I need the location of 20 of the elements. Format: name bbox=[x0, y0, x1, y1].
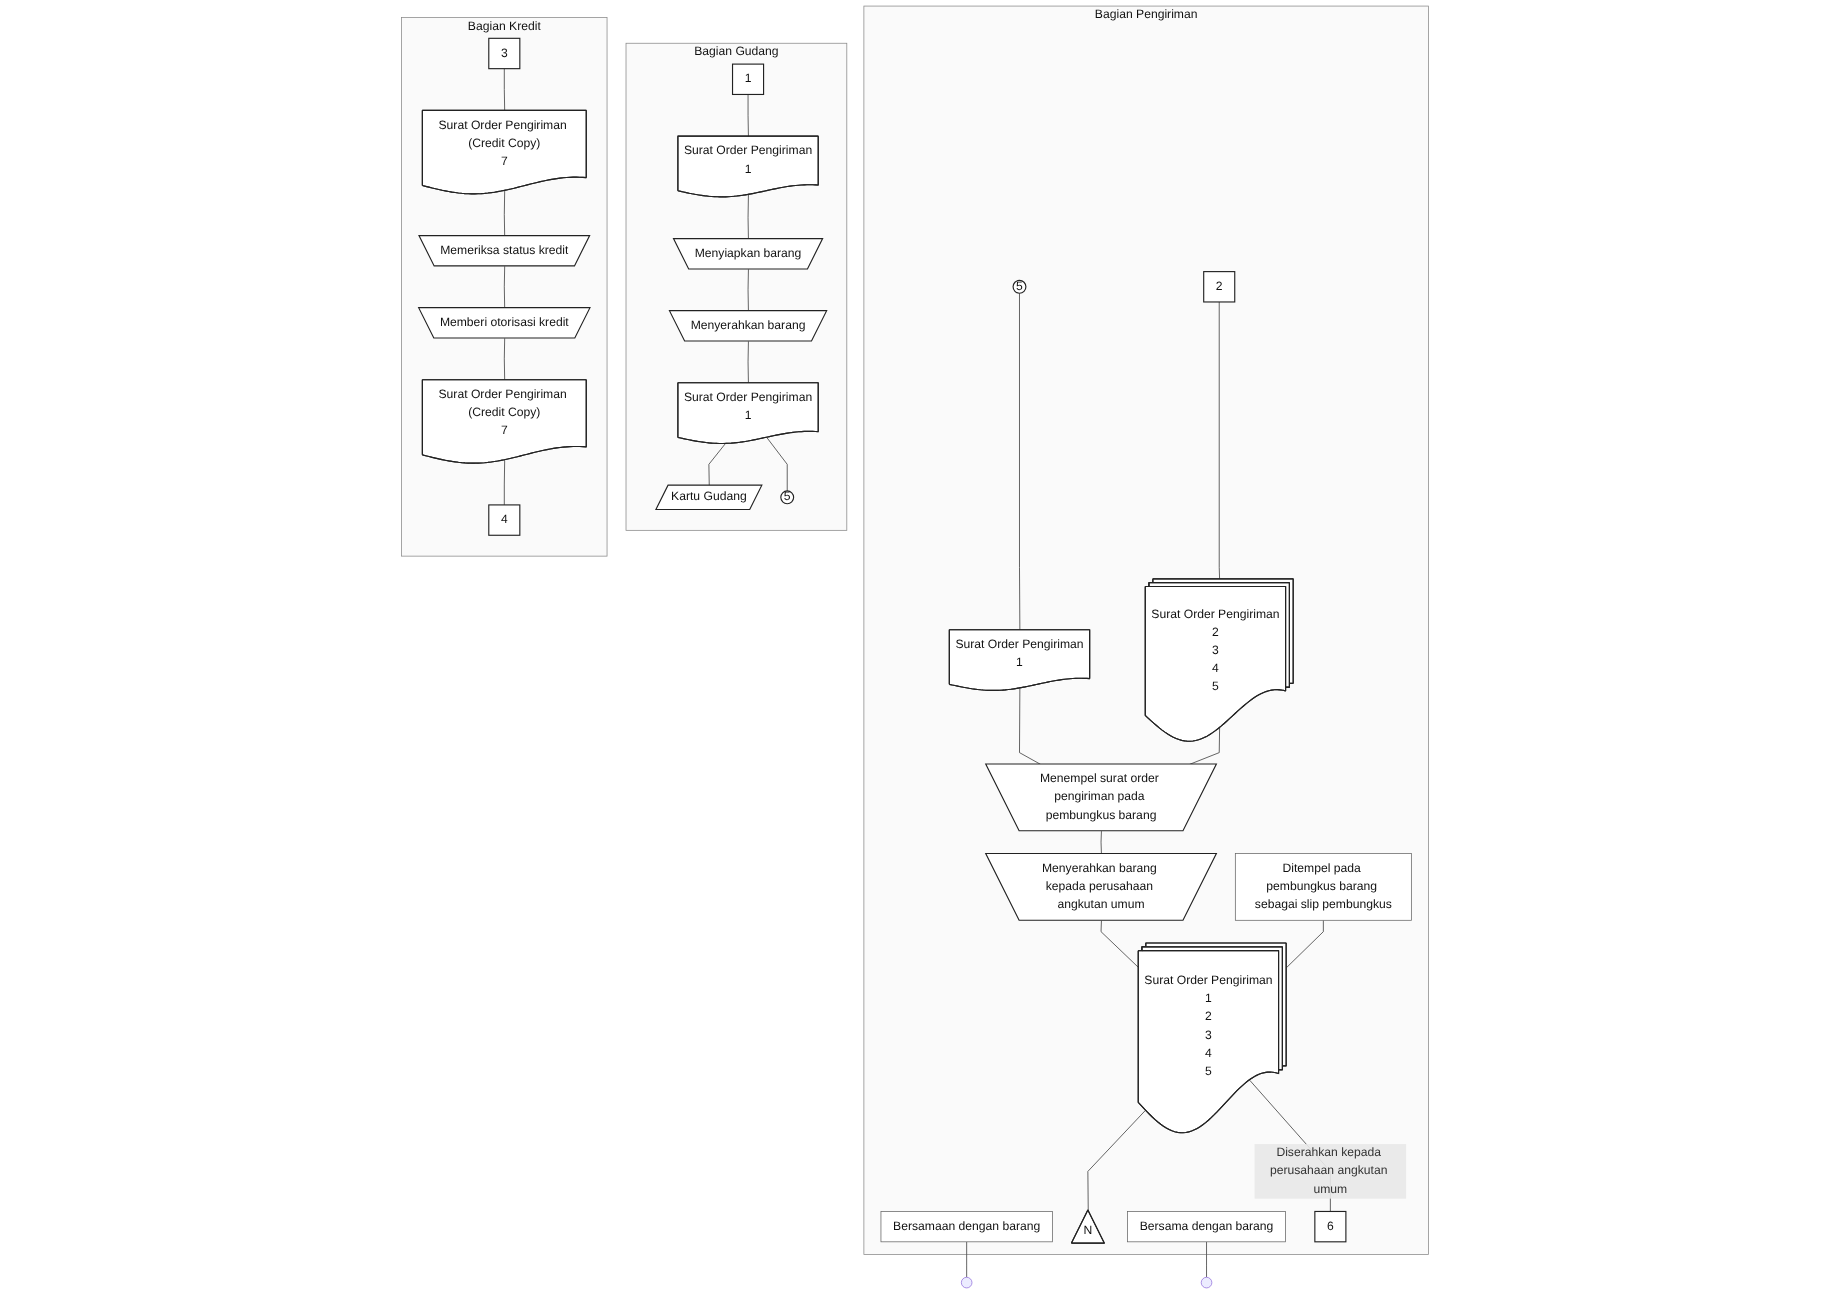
connector bbox=[747, 94, 749, 137]
connector bbox=[766, 437, 788, 492]
connector bbox=[503, 265, 506, 309]
connector bbox=[503, 190, 506, 237]
connector bbox=[1100, 830, 1102, 855]
connector bbox=[1206, 1241, 1207, 1278]
connector bbox=[708, 443, 726, 486]
connector bbox=[1019, 292, 1021, 631]
connector bbox=[1218, 301, 1220, 580]
connector bbox=[966, 1241, 968, 1278]
connector bbox=[503, 68, 506, 112]
connector bbox=[503, 338, 506, 381]
connector bbox=[1019, 687, 1041, 765]
connector bbox=[747, 268, 749, 312]
connector bbox=[747, 194, 749, 240]
connector bbox=[1100, 920, 1139, 968]
connector bbox=[503, 459, 506, 506]
connector bbox=[747, 341, 749, 384]
connector bbox=[1087, 1109, 1146, 1211]
connector bbox=[1286, 919, 1324, 968]
